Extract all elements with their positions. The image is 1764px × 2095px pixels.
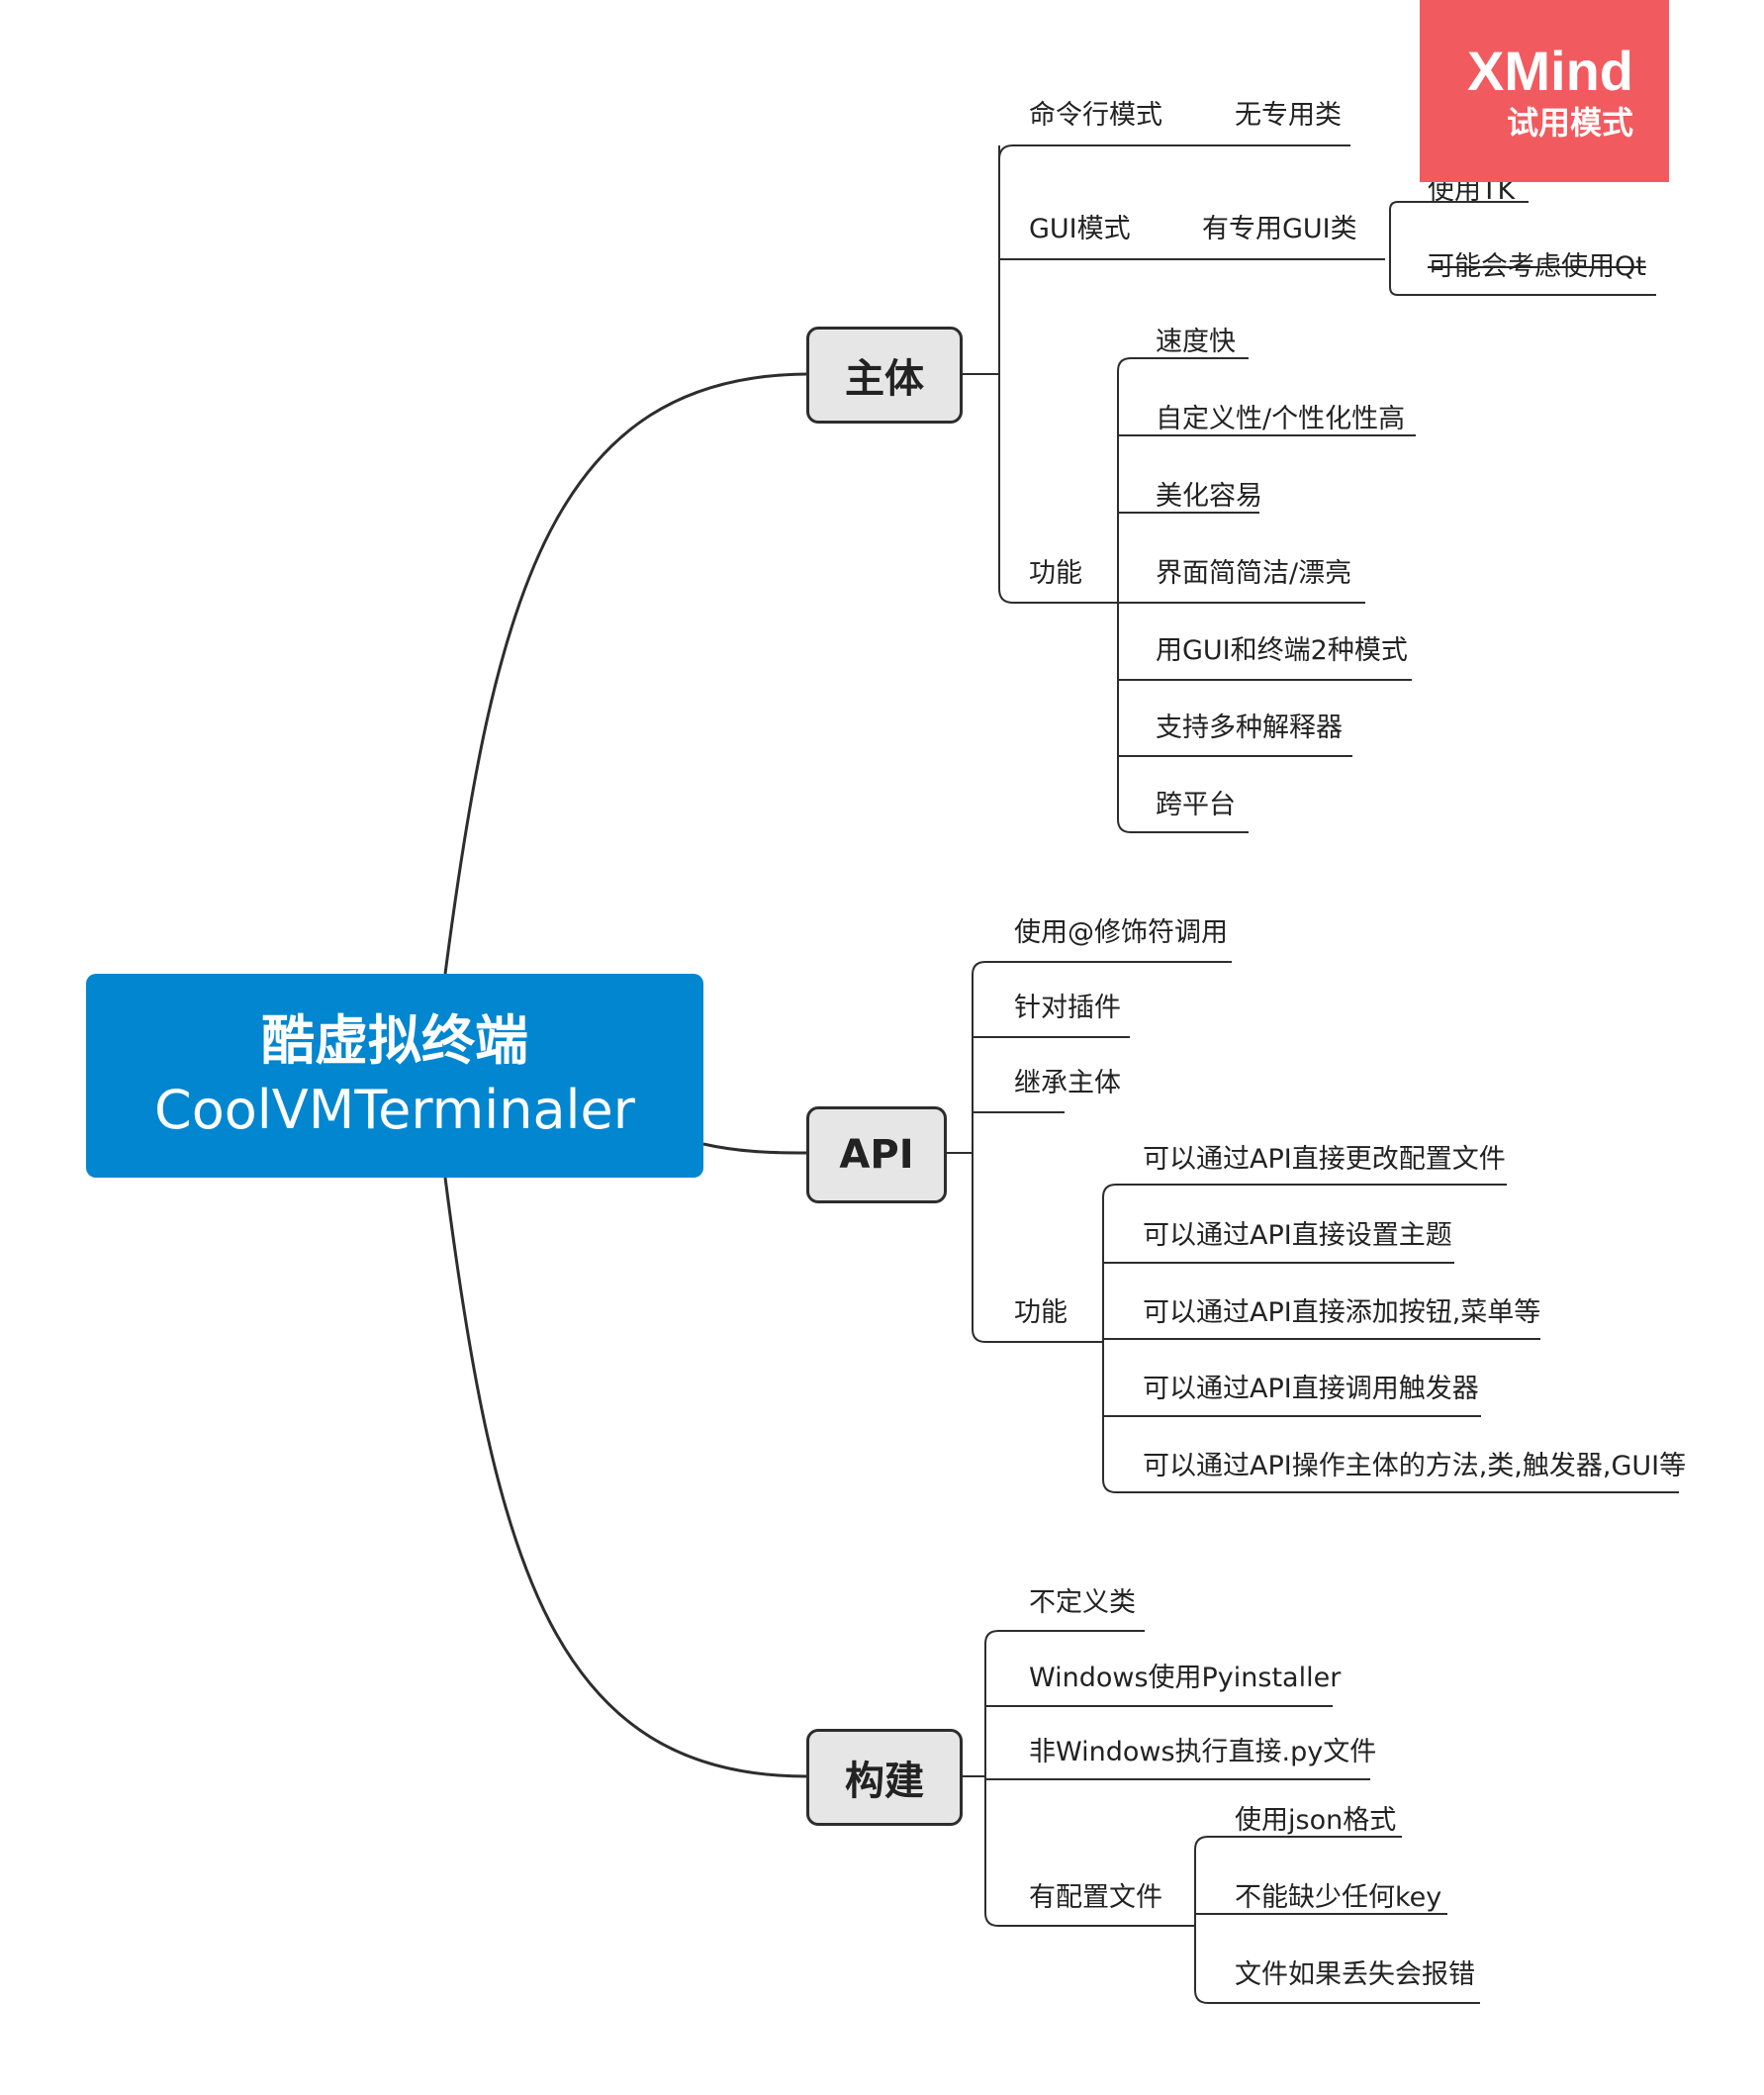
topic-main-features[interactable]: 功能	[1029, 558, 1082, 589]
topic-api-plugin[interactable]: 针对插件	[1014, 993, 1121, 1023]
topic-gui-detail[interactable]: 有专用GUI类	[1202, 214, 1357, 244]
topic-build-windows[interactable]: Windows使用Pyinstaller	[1029, 1663, 1342, 1693]
trial-mode-text: 试用模式	[1506, 104, 1633, 142]
feature-item[interactable]: 界面简简洁/漂亮	[1156, 558, 1352, 589]
feature-item[interactable]: 用GUI和终端2种模式	[1156, 635, 1408, 666]
topic-cli-detail[interactable]: 无专用类	[1235, 100, 1342, 131]
topic-api-inherit[interactable]: 继承主体	[1014, 1068, 1121, 1098]
api-feature-item[interactable]: 可以通过API操作主体的方法,类,触发器,GUI等	[1143, 1451, 1687, 1481]
config-item[interactable]: 不能缺少任何key	[1235, 1882, 1442, 1913]
config-item[interactable]: 文件如果丢失会报错	[1235, 1959, 1475, 1990]
api-feature-item[interactable]: 可以通过API直接设置主题	[1143, 1220, 1452, 1251]
root-topic[interactable]: 酷虚拟终端 CoolVMTerminaler	[86, 974, 703, 1178]
topic-cli-mode[interactable]: 命令行模式	[1029, 100, 1162, 131]
api-feature-item[interactable]: 可以通过API直接添加按钮,菜单等	[1143, 1297, 1541, 1328]
xmind-logo-text: XMind	[1467, 40, 1633, 102]
topic-build-nonwindows[interactable]: 非Windows执行直接.py文件	[1029, 1737, 1377, 1767]
topic-build-nodef[interactable]: 不定义类	[1029, 1587, 1136, 1618]
branch-api[interactable]: API	[806, 1106, 947, 1203]
feature-item[interactable]: 自定义性/个性化性高	[1156, 404, 1406, 434]
feature-item[interactable]: 跨平台	[1156, 790, 1236, 820]
root-subtitle: CoolVMTerminaler	[154, 1079, 635, 1141]
config-item[interactable]: 使用json格式	[1235, 1805, 1397, 1836]
branch-build[interactable]: 构建	[806, 1729, 963, 1826]
feature-item[interactable]: 支持多种解释器	[1156, 713, 1343, 743]
topic-gui-qt[interactable]: 可能会考虑使用Qt	[1428, 251, 1646, 282]
xmind-trial-badge: XMind 试用模式	[1420, 0, 1669, 182]
api-feature-item[interactable]: 可以通过API直接更改配置文件	[1143, 1144, 1506, 1175]
root-title: 酷虚拟终端	[261, 1009, 528, 1072]
api-feature-item[interactable]: 可以通过API直接调用触发器	[1143, 1374, 1479, 1404]
topic-gui-mode[interactable]: GUI模式	[1029, 214, 1131, 244]
feature-item[interactable]: 美化容易	[1156, 481, 1262, 512]
feature-item[interactable]: 速度快	[1156, 327, 1236, 357]
topic-api-decorator[interactable]: 使用@修饰符调用	[1014, 917, 1228, 948]
branch-main[interactable]: 主体	[806, 327, 963, 424]
topic-api-features[interactable]: 功能	[1014, 1297, 1068, 1328]
topic-build-config[interactable]: 有配置文件	[1029, 1882, 1162, 1913]
